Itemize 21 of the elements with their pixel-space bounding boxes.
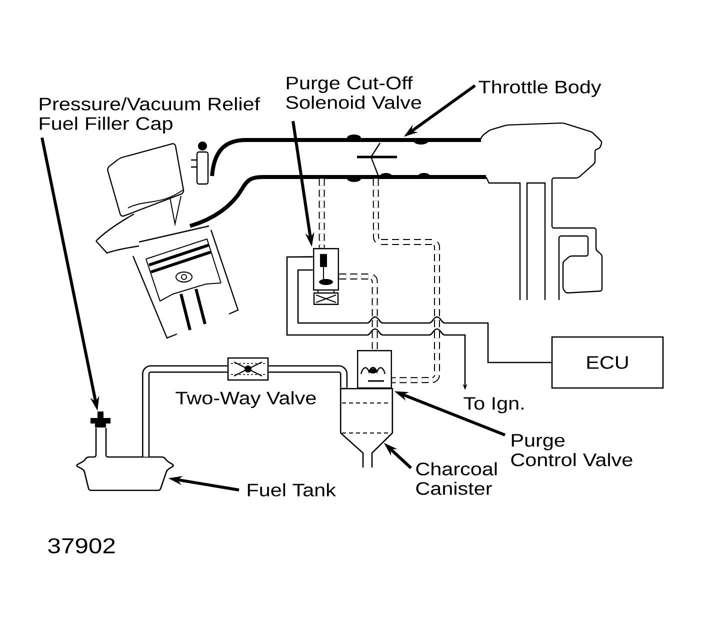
part-label: Purge Control Valve — [511, 434, 632, 466]
destination-label: To Ign. — [464, 397, 524, 414]
hose — [372, 178, 440, 384]
part-label: Pressure/Vacuum Relief Fuel Filler Cap — [40, 97, 260, 134]
part-label: Fuel Tank — [248, 483, 336, 496]
part-label: Purge Cut-Off Solenoid Valve — [286, 76, 422, 109]
solenoid-valve — [313, 248, 339, 305]
part-label: Throttle Body — [478, 80, 602, 97]
filler-cap — [90, 412, 110, 428]
two-way-valve — [227, 357, 269, 381]
charcoal-canister — [340, 388, 394, 468]
figure-number: 37902 — [48, 538, 115, 554]
part-label: Charcoal Canister — [416, 462, 497, 495]
hose — [142, 365, 228, 457]
fuel-tank — [76, 428, 174, 492]
purge-control-valve — [357, 350, 392, 389]
ecu-box: ECU — [551, 336, 664, 389]
hose — [339, 274, 378, 350]
hose — [268, 365, 348, 388]
part-label: Two-Way Valve — [176, 391, 316, 408]
wire — [297, 269, 552, 364]
